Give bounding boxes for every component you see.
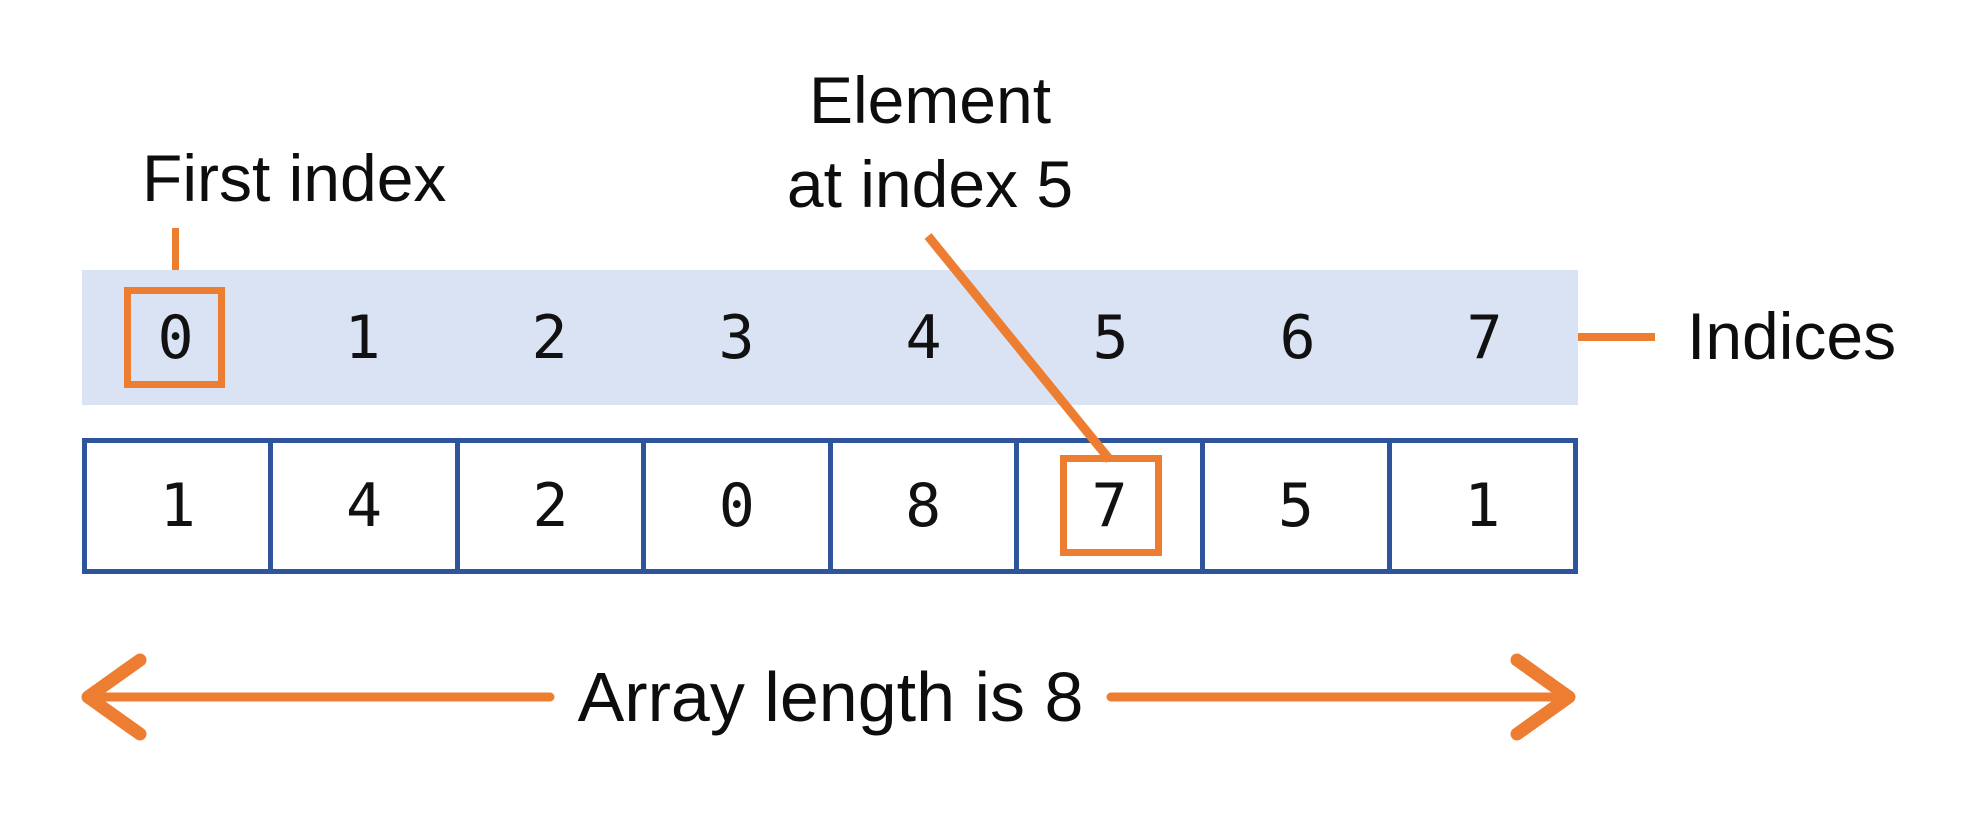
first-index-highlight-box: [124, 287, 225, 388]
element-at-index-label-line1: Element: [808, 63, 1052, 137]
element-at-index-label-line2: at index 5: [786, 147, 1074, 221]
array-values-row: 1 4 2 0 8 7 5 1: [82, 438, 1578, 574]
index-cell-5: 5: [1092, 302, 1129, 373]
index-cell-2: 2: [531, 302, 568, 373]
index-cell-3: 3: [718, 302, 755, 373]
value-cell-5: 7: [1019, 443, 1206, 569]
value-cell-1: 4: [273, 443, 460, 569]
array-length-arrow-right-icon: [1106, 653, 1576, 741]
index-cell-6: 6: [1279, 302, 1316, 373]
value-cell-4: 8: [833, 443, 1019, 569]
first-index-label: First index: [142, 141, 447, 215]
index-cell-0: 0: [157, 302, 194, 373]
element-at-index-5-highlight-box: [1060, 455, 1162, 556]
value-cell-7: 1: [1464, 471, 1501, 541]
value-cell-0: 1: [87, 443, 274, 569]
value-cell-2: 2: [460, 443, 647, 569]
array-length-label: Array length is 8: [577, 658, 1084, 736]
indices-label: Indices: [1687, 299, 1897, 373]
array-length-arrow-left-icon: [81, 653, 555, 741]
index-cell-7: 7: [1466, 302, 1503, 373]
first-index-connector-line: [172, 228, 179, 292]
index-cell-1: 1: [344, 302, 381, 373]
value-cell-3: 0: [646, 443, 833, 569]
value-cell-6: 5: [1205, 443, 1392, 569]
indices-banner-row: 0 1 2 3 4 5 6 7: [82, 270, 1578, 405]
index-cell-4: 4: [905, 302, 942, 373]
indices-tick-line: [1578, 333, 1655, 341]
element-at-index-label: Element at index 5: [680, 58, 1180, 226]
